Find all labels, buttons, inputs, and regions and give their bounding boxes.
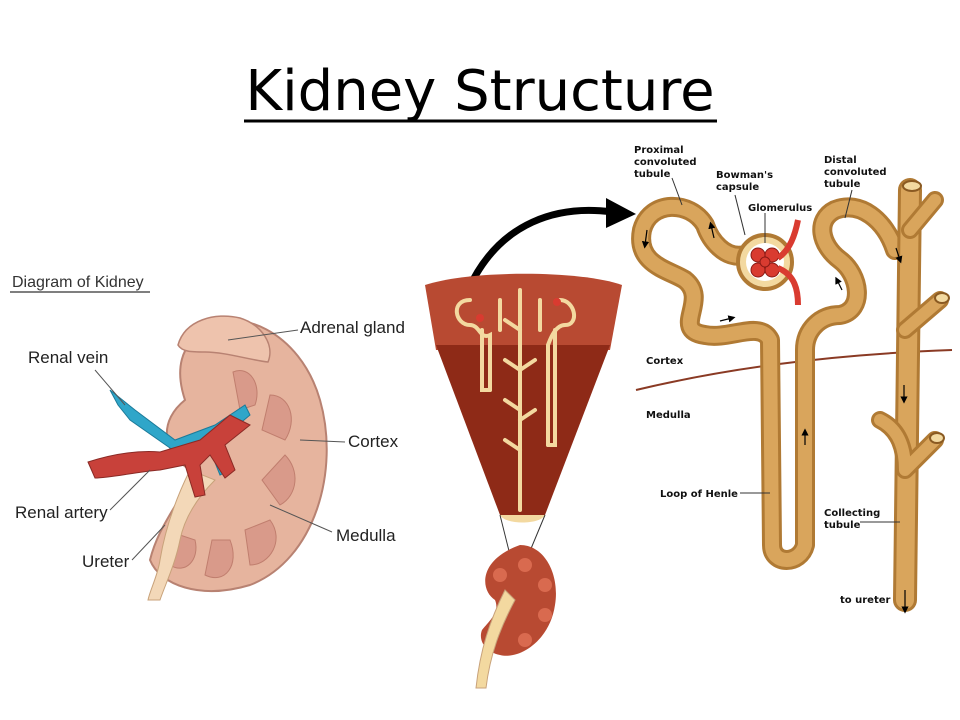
nephron-diagram: Proximal convoluted tubule Bowman's caps… (631, 145, 953, 614)
renal-artery (87, 414, 251, 498)
ureter (147, 469, 216, 601)
label-cortex: Cortex (348, 432, 399, 451)
label-distal-2: convoluted (824, 167, 887, 178)
label-nephron-medulla: Medulla (646, 410, 691, 421)
label-collecting-1: Collecting (824, 508, 880, 519)
page-title: Kidney Structure (245, 59, 714, 124)
label-distal-3: tubule (824, 179, 861, 190)
wedge-medulla (436, 345, 610, 515)
label-proximal-3: tubule (634, 169, 671, 180)
label-proximal-1: Proximal (634, 145, 684, 156)
label-adrenal-gland: Adrenal gland (300, 318, 405, 337)
label-distal-1: Distal (824, 155, 857, 166)
medulla-pyramids (169, 370, 296, 578)
glomerulus (750, 247, 780, 278)
label-ureter: Ureter (82, 552, 130, 571)
kidney-outline (148, 319, 328, 592)
adrenal-gland (177, 315, 271, 363)
label-renal-vein: Renal vein (28, 348, 108, 367)
label-collecting-2: tubule (824, 520, 861, 531)
label-bowman-2: capsule (716, 182, 759, 193)
kidney-wedge (425, 198, 636, 689)
label-renal-artery: Renal artery (15, 503, 108, 522)
label-proximal-2: convoluted (634, 157, 697, 168)
label-medulla: Medulla (336, 526, 396, 545)
diagram-heading: Diagram of Kidney (12, 274, 144, 291)
wedge-cortex (425, 273, 622, 350)
label-glomerulus: Glomerulus (748, 203, 812, 214)
label-loop-of-henle: Loop of Henle (660, 489, 738, 500)
kidney-diagram: Diagram of Kidney Adrena (10, 274, 405, 601)
zoom-arrow (464, 206, 613, 292)
label-nephron-cortex: Cortex (646, 356, 684, 367)
label-bowman-1: Bowman's (716, 170, 773, 181)
label-to-ureter: to ureter (840, 595, 891, 606)
